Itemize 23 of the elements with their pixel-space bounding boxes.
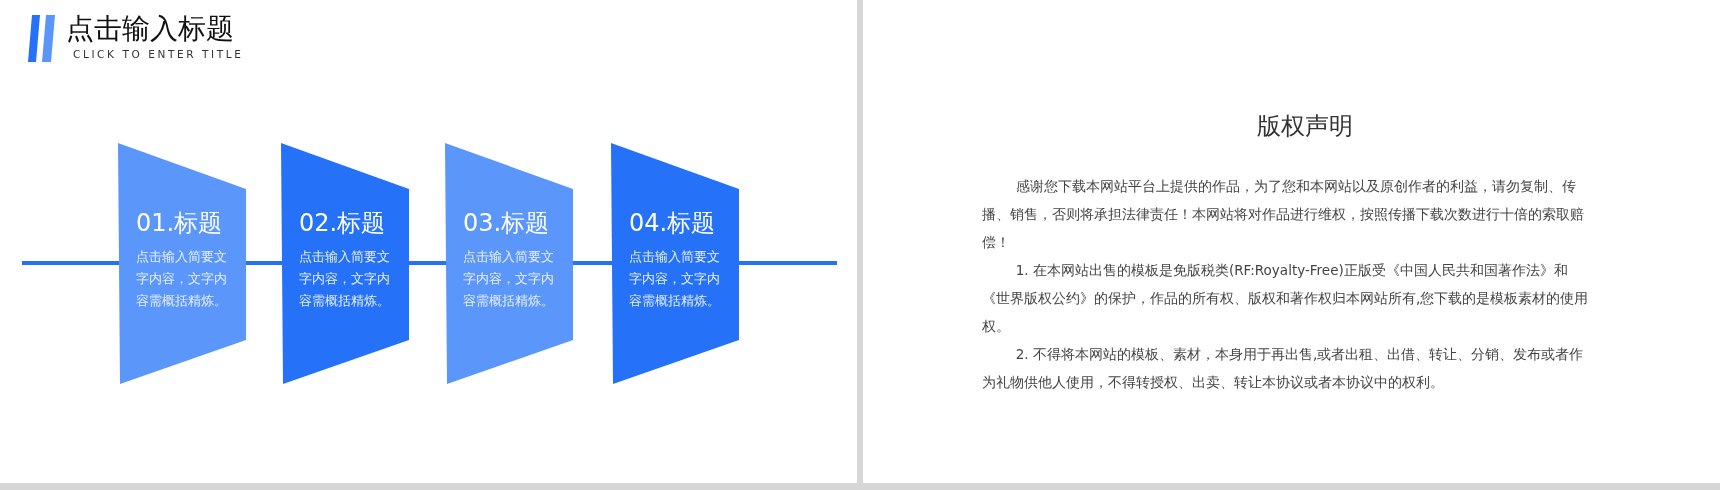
card-heading: 02.标题 — [299, 208, 386, 239]
card-heading: 03.标题 — [463, 208, 550, 239]
notice-paragraph: 2. 不得将本网站的模板、素材，本身用于再出售,或者出租、出借、转让、分销、发布或者作为礼物供他人使用，不得转授权、出卖、转让本协议或者本协议中的权利。 — [982, 345, 1585, 392]
trapezoid-card — [118, 143, 246, 384]
trapezoid-card — [281, 143, 409, 384]
card-heading: 01.标题 — [136, 208, 223, 239]
card-heading: 04.标题 — [629, 208, 716, 239]
card-text: 点击输入简要文字内容，文字内容需概括精炼。 — [299, 248, 391, 310]
slide-subtitle: CLICK TO ENTER TITLE — [73, 48, 244, 60]
timeline-line — [739, 261, 837, 265]
timeline-line — [246, 261, 282, 265]
notice-heading: 版权声明 — [1256, 111, 1354, 142]
trapezoid-card — [445, 143, 573, 384]
timeline-line — [22, 261, 119, 265]
timeline-line — [573, 261, 612, 265]
trapezoid-card — [611, 143, 739, 384]
card-text: 点击输入简要文字内容，文字内容需概括精炼。 — [629, 248, 721, 310]
slide-title: 点击输入标题 — [66, 11, 234, 47]
timeline-line — [409, 261, 446, 265]
notice-paragraph: 感谢您下载本网站平台上提供的作品，为了您和本网站以及原创作者的利益，请勿复制、传播、销售，否则将承担法律责任！本网站将对作品进行维权，按照传播下载次数进行十倍的索取赔偿！ — [982, 177, 1585, 252]
card-text: 点击输入简要文字内容，文字内容需概括精炼。 — [463, 248, 555, 310]
notice-paragraph: 1. 在本网站出售的模板是免版税类(RF:Royalty-Free)正版受《中国人民共和国著作法》和《世界版权公约》的保护，作品的所有权、版权和著作权归本网站所有,您下载的是模板素材的使用权。 — [982, 261, 1590, 336]
card-text: 点击输入简要文字内容，文字内容需概括精炼。 — [136, 248, 228, 310]
